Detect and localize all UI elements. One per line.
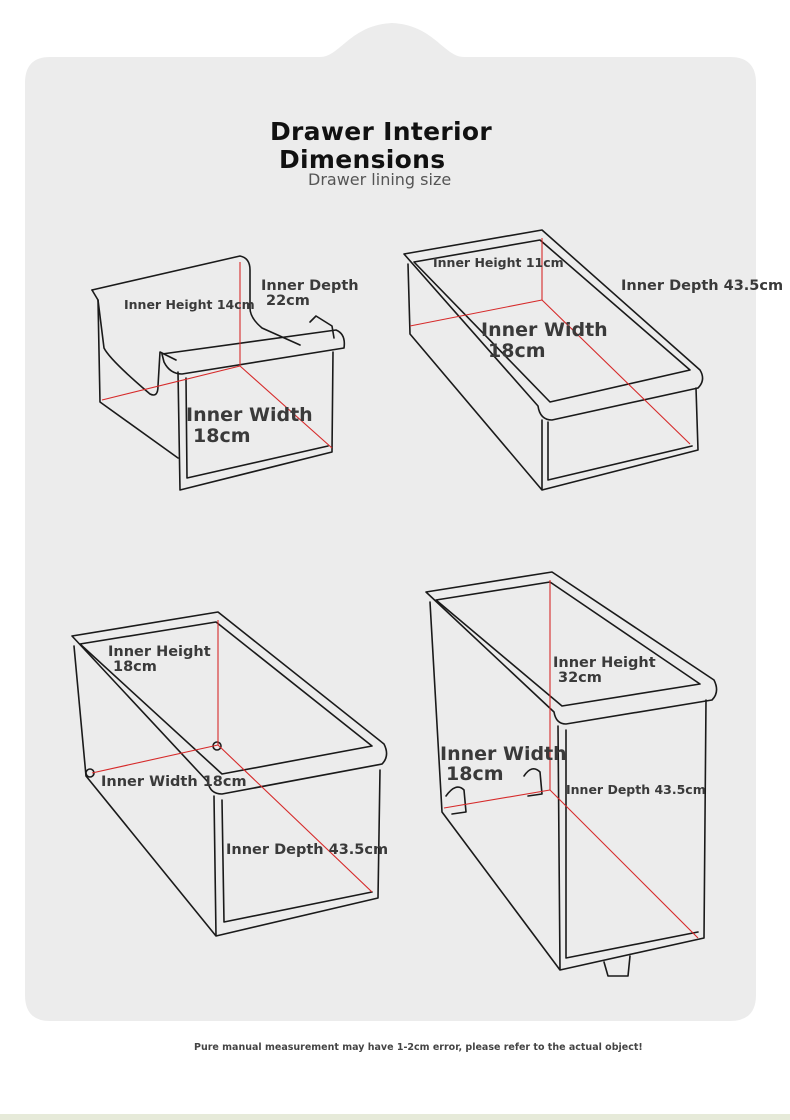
- drawer-4-inner-rim: [435, 581, 701, 707]
- drawer-3-height-label-line2: 18cm: [113, 659, 157, 675]
- drawer-4-width-line: [443, 789, 551, 809]
- drawer-1-body: [97, 299, 334, 491]
- drawer-4-width-label-line1: Inner Width: [440, 743, 567, 765]
- drawer-1-width-label-line1: Inner Width: [186, 404, 313, 426]
- drawer-2-width-line: [409, 299, 543, 327]
- drawer-1-depth-label-line2: 22cm: [266, 293, 310, 309]
- drawer-2-depth-label: Inner Depth 43.5cm: [621, 278, 783, 294]
- drawer-1-left-rim: [91, 289, 177, 396]
- drawer-3-height-label-line1: Inner Height: [108, 644, 211, 660]
- drawer-2-illustration: Inner Height 11cm Inner Depth 43.5cm Inn…: [403, 229, 783, 491]
- drawer-4-height-label-line1: Inner Height: [553, 655, 656, 671]
- drawer-2-height-label: Inner Height 11cm: [433, 255, 564, 270]
- drawer-4-width-label-line2: 18cm: [446, 763, 504, 785]
- drawer-3-inner-rim: [79, 621, 373, 775]
- drawer-3-depth-label: Inner Depth 43.5cm: [226, 842, 388, 858]
- drawer-2-depth-line: [541, 299, 691, 445]
- drawer-1-front-rim: [161, 329, 346, 375]
- drawer-3-illustration: Inner Height 18cm Inner Width 18cm Inner…: [71, 611, 388, 937]
- drawer-2-inner-rim: [413, 239, 691, 403]
- drawer-1-depth-line: [239, 365, 333, 449]
- drawer-4-foot-right: [523, 768, 543, 797]
- card-background: [25, 23, 756, 1021]
- drawer-3-width-label: Inner Width 18cm: [101, 774, 247, 790]
- drawer-4-foot-left: [445, 786, 467, 815]
- drawer-3-depth-line: [217, 744, 373, 893]
- drawer-4-handle-stub: [603, 955, 631, 977]
- page-title-line2: Dimensions: [279, 145, 446, 174]
- drawer-2-width-label-line2: 18cm: [488, 340, 546, 362]
- drawer-1-width-label-line2: 18cm: [193, 425, 251, 447]
- disclaimer-note: Pure manual measurement may have 1-2cm e…: [194, 1042, 643, 1053]
- drawer-4-top-rim: [425, 571, 718, 725]
- page-subtitle: Drawer lining size: [308, 170, 452, 189]
- drawer-2-width-label-line1: Inner Width: [481, 319, 608, 341]
- page-title-line1: Drawer Interior: [270, 117, 492, 146]
- drawer-2-body: [407, 263, 699, 491]
- drawer-1-back-rim: [91, 255, 301, 346]
- bottom-strip: [0, 1114, 790, 1120]
- drawer-2-top-rim: [403, 229, 704, 421]
- drawer-1-width-line: [101, 365, 241, 401]
- drawer-1-depth-label-line1: Inner Depth: [261, 278, 359, 294]
- page-title: Drawer Interior Dimensions: [270, 118, 492, 174]
- drawer-1-illustration: Inner Height 14cm Inner Depth 22cm Inner…: [91, 255, 359, 491]
- drawer-3-body: [73, 645, 381, 937]
- drawer-4-height-label-line2: 32cm: [558, 670, 602, 686]
- drawer-4-depth-line: [549, 789, 699, 939]
- drawer-4-illustration: Inner Height 32cm Inner Width 18cm Inner…: [425, 571, 718, 977]
- drawer-1-right-handle: [309, 315, 335, 339]
- drawer-1-height-label: Inner Height 14cm: [124, 297, 255, 312]
- drawer-3-top-rim: [71, 611, 388, 795]
- drawer-4-depth-label: Inner Depth 43.5cm: [566, 782, 706, 797]
- drawer-3-width-line: [91, 744, 219, 774]
